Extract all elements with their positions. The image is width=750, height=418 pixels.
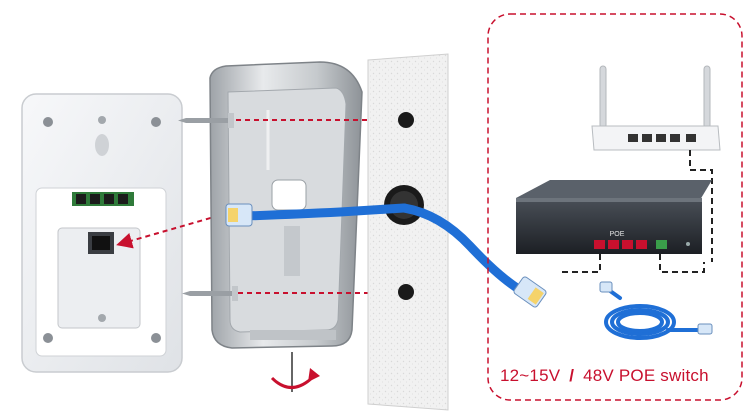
- switch-link-line-2: [659, 254, 705, 273]
- rj45-plug-left: [225, 203, 253, 227]
- screw-hole: [43, 117, 53, 127]
- poe-setup-frame: [487, 13, 743, 401]
- wall-section: [367, 53, 449, 411]
- rotate-arrow-icon: [270, 352, 320, 392]
- screw-bottom: [182, 286, 238, 301]
- switch-ports: [594, 240, 667, 249]
- rj45-plug-right: [513, 276, 547, 308]
- screw-hole: [151, 117, 161, 127]
- screw-top: [178, 113, 234, 128]
- power-voltage-label: 12~15V: [500, 366, 561, 385]
- connection-arrow: [116, 212, 229, 249]
- screw-hole: [98, 314, 106, 322]
- screw-hole: [43, 333, 53, 343]
- terminal-block: [72, 192, 134, 206]
- coiled-ethernet-cable: [599, 281, 713, 340]
- switch-link-line: [558, 254, 601, 273]
- poe-label: POE: [610, 231, 625, 238]
- poe-switch: POE: [516, 180, 712, 254]
- power-caption: 12~15V / 48V POE switch: [500, 366, 736, 392]
- router-link-line: [689, 150, 713, 262]
- cable-hole: [95, 134, 109, 156]
- poe-switch-label: 48V POE switch: [583, 366, 709, 385]
- ethernet-cable: [225, 203, 547, 308]
- caption-separator: /: [569, 366, 575, 385]
- screw-hole: [98, 116, 106, 124]
- wall-hole-top: [398, 112, 414, 128]
- rj45-port: [88, 232, 114, 254]
- router: [591, 65, 721, 151]
- wall-hole-bottom: [398, 284, 414, 300]
- doorbell-back-panel: [21, 93, 183, 373]
- screw-hole: [151, 333, 161, 343]
